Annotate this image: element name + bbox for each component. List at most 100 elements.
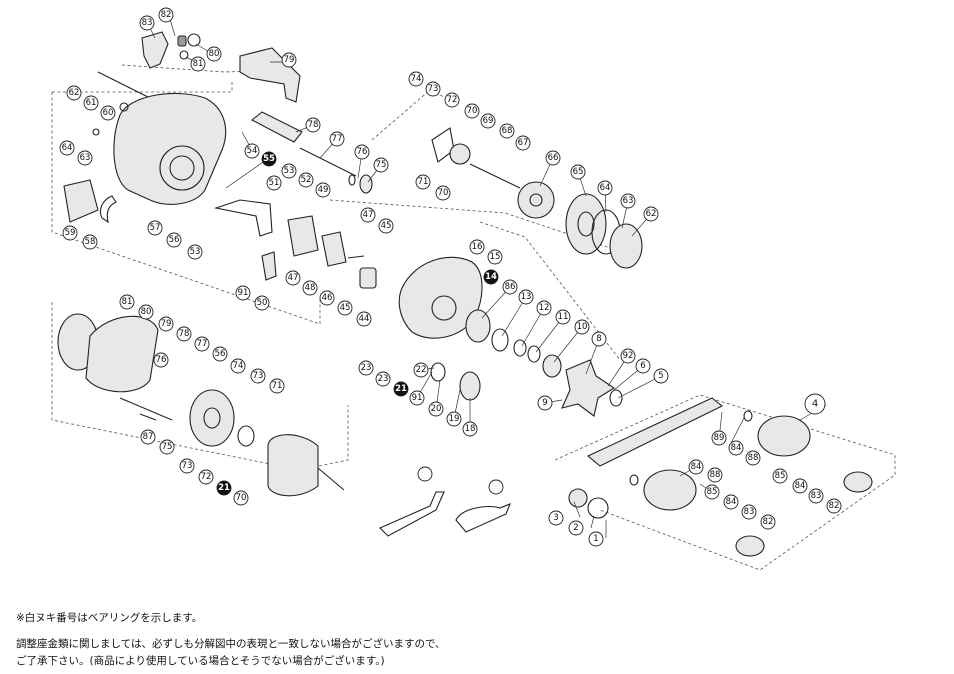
svg-text:15: 15 bbox=[490, 252, 501, 262]
callout-50: 49 bbox=[315, 182, 331, 198]
callout-2: 2 bbox=[568, 520, 584, 536]
callout-54: 53 bbox=[281, 163, 297, 179]
svg-text:92: 92 bbox=[623, 351, 634, 361]
callout-25: 64 bbox=[597, 180, 613, 196]
callout-30: 69 bbox=[480, 113, 496, 129]
svg-text:82: 82 bbox=[161, 10, 172, 20]
svg-text:57: 57 bbox=[150, 223, 161, 233]
svg-text:72: 72 bbox=[201, 472, 212, 482]
callout-34: 73 bbox=[425, 81, 441, 97]
callout-77: 80 bbox=[138, 304, 154, 320]
callout-84: 87 bbox=[140, 429, 156, 445]
svg-text:58: 58 bbox=[85, 237, 96, 247]
drive-gear-assembly bbox=[431, 127, 643, 269]
adjustment-washer-note-line-2: ご了承下さい。(商品により使用している場合とそうでない場合がございます。) bbox=[16, 655, 385, 667]
callout-61: 59 bbox=[62, 225, 78, 241]
svg-text:52: 52 bbox=[301, 175, 312, 185]
svg-text:86: 86 bbox=[505, 282, 516, 292]
svg-text:89: 89 bbox=[714, 433, 725, 443]
svg-text:73: 73 bbox=[182, 461, 193, 471]
svg-text:84: 84 bbox=[795, 481, 806, 491]
svg-text:71: 71 bbox=[418, 177, 429, 187]
callout-33: 72 bbox=[444, 92, 460, 108]
callout-81-a: 84 bbox=[728, 440, 744, 456]
svg-text:12: 12 bbox=[539, 303, 550, 313]
svg-text:73: 73 bbox=[253, 371, 264, 381]
callout-21-bearing-lower: 21 bbox=[216, 480, 232, 496]
svg-text:78: 78 bbox=[308, 120, 319, 130]
svg-text:21: 21 bbox=[395, 384, 407, 394]
svg-text:22: 22 bbox=[416, 365, 427, 375]
callout-62: 60 bbox=[100, 105, 116, 121]
callout-56: 54 bbox=[244, 143, 260, 159]
callout-64: 62 bbox=[66, 85, 82, 101]
callout-91 bbox=[417, 466, 433, 482]
callout-36: 75 bbox=[373, 157, 389, 173]
callout-92 bbox=[488, 479, 504, 495]
callout-45: 44 bbox=[356, 311, 372, 327]
svg-text:66: 66 bbox=[548, 153, 559, 163]
svg-text:53: 53 bbox=[284, 166, 295, 176]
svg-text:23: 23 bbox=[361, 363, 372, 373]
svg-text:62: 62 bbox=[69, 88, 80, 98]
callout-75: 78 bbox=[176, 326, 192, 342]
callout-39: 78 bbox=[305, 117, 321, 133]
callout-badges: 83 82 80 81 79 62 61 60 64 63 54 55 78 7… bbox=[59, 7, 842, 547]
callout-47: 46 bbox=[319, 290, 335, 306]
handle-assembly bbox=[568, 397, 873, 557]
svg-text:88: 88 bbox=[748, 453, 759, 463]
svg-text:10: 10 bbox=[577, 322, 588, 332]
callout-11: 11 bbox=[555, 309, 571, 325]
callout-89: 92 bbox=[620, 348, 636, 364]
callout-13: 13 bbox=[518, 289, 534, 305]
callout-55-bearing: 55 bbox=[261, 151, 277, 167]
svg-text:70: 70 bbox=[236, 493, 247, 503]
callout-22-top: 23 bbox=[358, 360, 374, 376]
callout-32: 71 bbox=[415, 174, 431, 190]
svg-text:83: 83 bbox=[811, 491, 822, 501]
svg-text:76: 76 bbox=[156, 355, 167, 365]
svg-text:80: 80 bbox=[141, 307, 152, 317]
callout-63: 61 bbox=[83, 95, 99, 111]
callout-27: 66 bbox=[545, 150, 561, 166]
callout-58: 56 bbox=[166, 232, 182, 248]
svg-text:71: 71 bbox=[272, 381, 283, 391]
svg-text:56: 56 bbox=[169, 235, 180, 245]
callout-42: 81 bbox=[190, 56, 206, 72]
callout-1: 1 bbox=[588, 531, 604, 547]
callout-68: 71 bbox=[269, 378, 285, 394]
callout-81-d: 84 bbox=[723, 494, 739, 510]
svg-text:80: 80 bbox=[209, 49, 220, 59]
callout-41: 80 bbox=[206, 46, 222, 62]
clutch-lever-assembly bbox=[141, 31, 301, 103]
adjustment-washer-note-line-1: 調整座金類に関しましては、必ずしも分解図中の表現と一致しない場合がございますので… bbox=[16, 638, 446, 650]
callout-66: 64 bbox=[59, 140, 75, 156]
callout-17: 18 bbox=[462, 421, 478, 437]
spool-and-side-cover bbox=[57, 313, 345, 497]
svg-text:50: 50 bbox=[257, 298, 268, 308]
svg-text:76: 76 bbox=[357, 147, 368, 157]
svg-text:68: 68 bbox=[502, 126, 513, 136]
callout-86: 89 bbox=[711, 430, 727, 446]
svg-text:13: 13 bbox=[521, 292, 532, 302]
clutch-cam-assembly bbox=[213, 199, 377, 289]
callout-40: 79 bbox=[281, 52, 297, 68]
svg-text:70: 70 bbox=[467, 106, 478, 116]
svg-text:23: 23 bbox=[378, 374, 389, 384]
callout-79-a: 82 bbox=[826, 498, 842, 514]
svg-text:85: 85 bbox=[775, 471, 786, 481]
callout-9: 9 bbox=[537, 395, 553, 411]
svg-text:47: 47 bbox=[363, 210, 374, 220]
svg-text:16: 16 bbox=[472, 242, 483, 252]
callout-48-lower: 47 bbox=[285, 270, 301, 286]
callout-12: 12 bbox=[536, 300, 552, 316]
callout-6: 6 bbox=[635, 358, 651, 374]
svg-text:63: 63 bbox=[623, 196, 634, 206]
callout-46-bottom: 45 bbox=[337, 300, 353, 316]
svg-text:45: 45 bbox=[381, 221, 392, 231]
callout-53: 52 bbox=[298, 172, 314, 188]
svg-text:79: 79 bbox=[284, 55, 295, 65]
callout-81-b: 84 bbox=[792, 478, 808, 494]
svg-text:83: 83 bbox=[744, 507, 755, 517]
callout-31-bottom: 70 bbox=[435, 185, 451, 201]
